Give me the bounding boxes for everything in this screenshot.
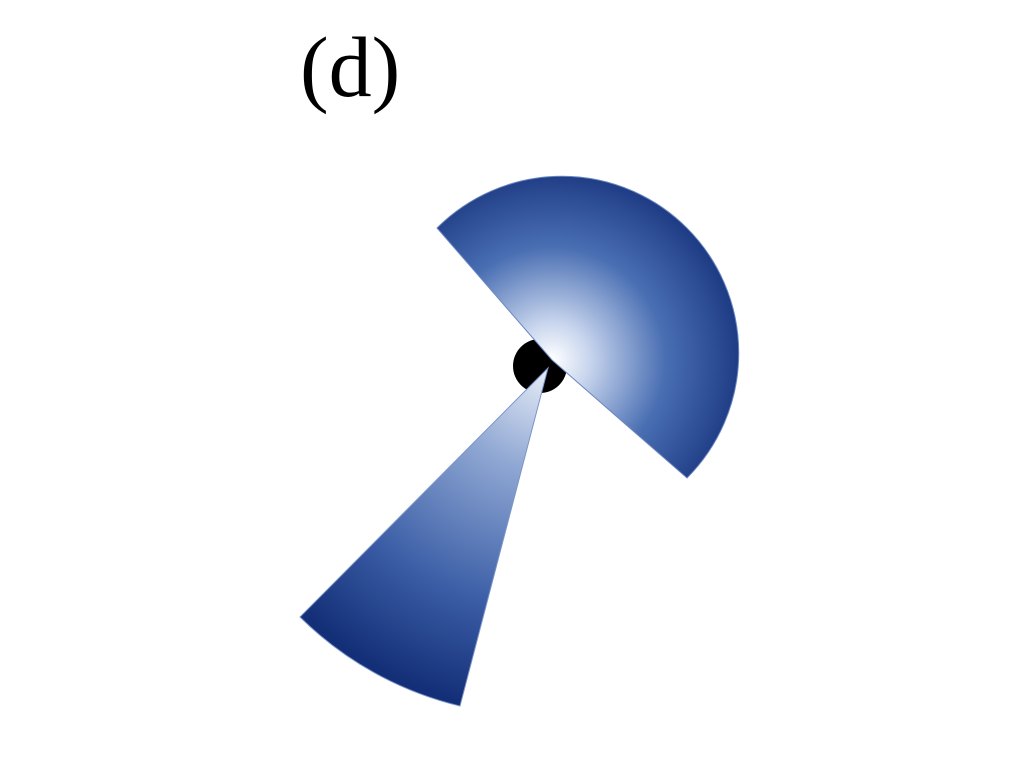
- panel-label: (d): [300, 19, 401, 115]
- large-wedge: [436, 175, 740, 479]
- narrow-wedge: [299, 366, 549, 707]
